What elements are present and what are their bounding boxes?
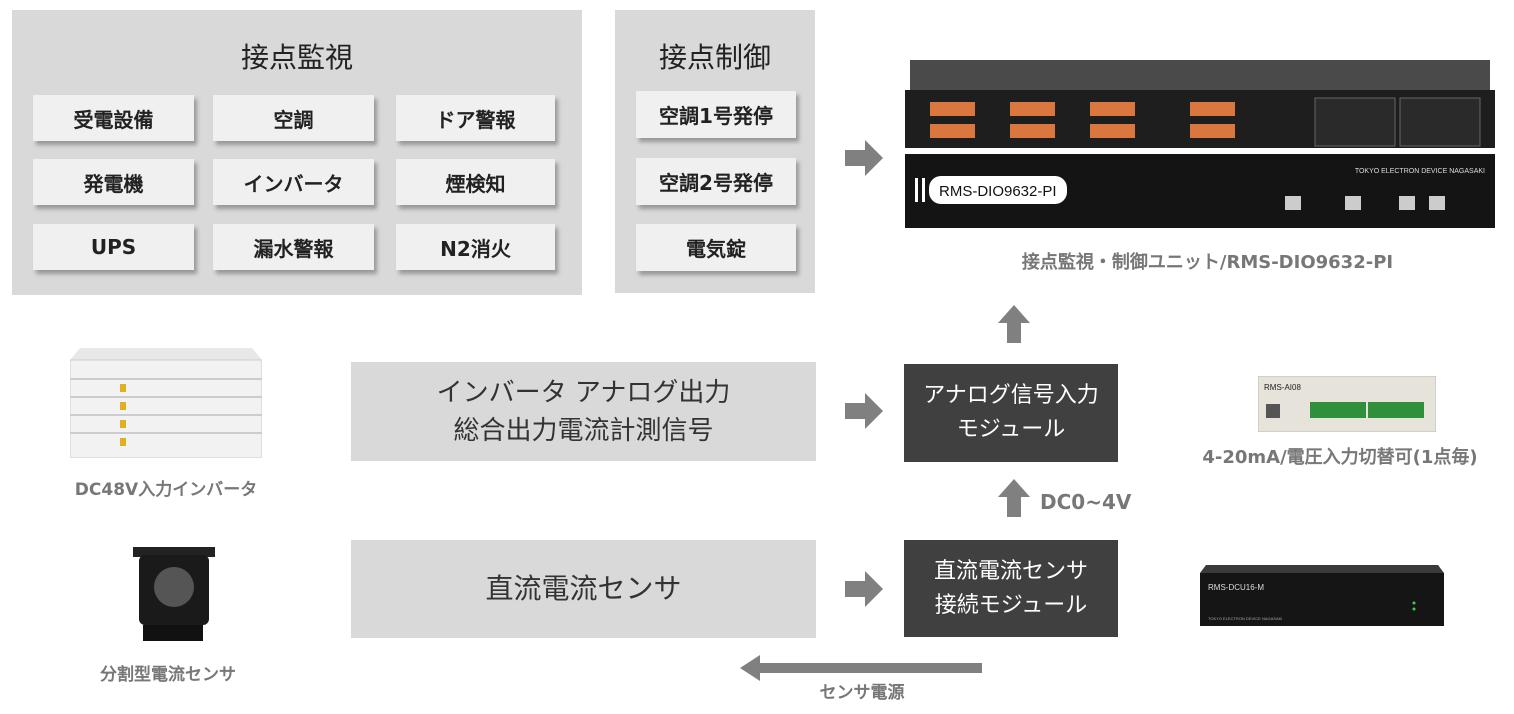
- monitoring-item: 受電設備: [33, 95, 194, 141]
- monitoring-item: UPS: [33, 224, 194, 270]
- control-item: 空調2号発停: [636, 158, 796, 205]
- main-unit-caption: 接点監視・制御ユニット/RMS-DIO9632-PI: [1021, 252, 1394, 273]
- sensor-device-brand: TOKYO ELECTRON DEVICE NAGASAKI: [1208, 616, 1282, 621]
- arrow-left-icon: [740, 655, 982, 681]
- arrow-up-icon: [998, 479, 1030, 517]
- arrow-right-icon: [845, 571, 883, 607]
- analog-module-line1: アナログ信号入力: [923, 383, 1099, 408]
- inverter-signal-line1: インバータ アナログ出力: [436, 377, 731, 408]
- inverter-caption: DC48V入力インバータ: [74, 480, 258, 500]
- monitoring-item: 煙検知: [396, 159, 555, 205]
- control-item: 電気錠: [636, 224, 796, 271]
- analog-module-line2: モジュール: [956, 417, 1066, 442]
- monitoring-title: 接点監視: [240, 41, 353, 74]
- arrow-right-icon: [845, 393, 883, 429]
- analog-device-label: RMS-AI08: [1264, 383, 1301, 392]
- analog-module-image: RMS-AI08: [1258, 376, 1436, 432]
- main-unit-label: RMS-DIO9632-PI: [939, 183, 1057, 200]
- current-sensor-caption: 分割型電流センサ: [100, 665, 236, 685]
- monitoring-item: 空調: [213, 95, 374, 141]
- inverter-signal-line2: 総合出力電流計測信号: [453, 415, 714, 446]
- monitoring-item: N2消火: [396, 224, 555, 270]
- sensor-power-label: センサ電源: [819, 683, 905, 703]
- control-title: 接点制御: [658, 41, 771, 74]
- monitoring-item: インバータ: [213, 159, 374, 205]
- inverter-signal-box: インバータ アナログ出力総合出力電流計測信号: [351, 362, 816, 461]
- monitoring-item: 漏水警報: [213, 224, 374, 270]
- dc-voltage-label: DC0~4V: [1040, 490, 1132, 514]
- dc-sensor-box: 直流電流センサ: [351, 540, 816, 638]
- current-sensor-image: [133, 547, 215, 641]
- analog-module-caption: 4-20mA/電圧入力切替可(1点毎): [1202, 447, 1478, 468]
- sensor-module-box: 直流電流センサ接続モジュール: [904, 540, 1118, 637]
- monitoring-item: 発電機: [33, 159, 194, 205]
- arrow-right-icon: [845, 140, 883, 176]
- sensor-module-line1: 直流電流センサ: [933, 558, 1088, 584]
- inverter-image: [70, 348, 262, 458]
- sensor-module-line2: 接続モジュール: [934, 592, 1088, 618]
- analog-module-box: アナログ信号入力モジュール: [904, 364, 1118, 462]
- arrow-up-icon: [998, 305, 1030, 343]
- control-item: 空調1号発停: [636, 91, 796, 138]
- sensor-module-image: RMS-DCU16-M TOKYO ELECTRON DEVICE NAGASA…: [1200, 565, 1444, 626]
- main-unit-brand: TOKYO ELECTRON DEVICE NAGASAKI: [1355, 168, 1485, 175]
- monitoring-item: ドア警報: [396, 95, 555, 141]
- sensor-device-label: RMS-DCU16-M: [1208, 583, 1264, 592]
- main-unit-image: RMS-DIO9632-PI TOKYO ELECTRON DEVICE NAG…: [905, 60, 1495, 228]
